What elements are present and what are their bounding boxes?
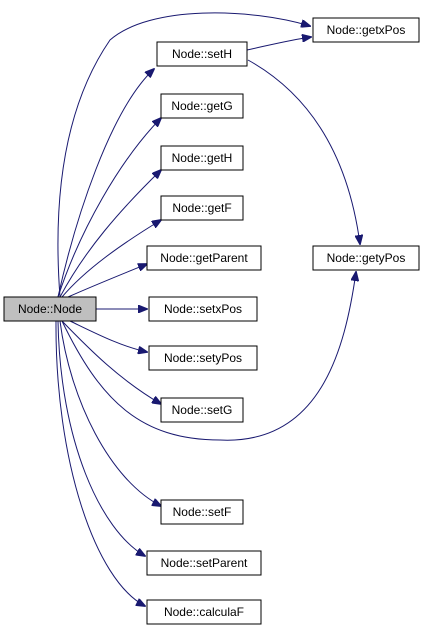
node-setf[interactable]: Node::setF <box>160 499 244 525</box>
node-node-label: Node::Node <box>18 302 82 316</box>
edge-node-to-seth <box>57 69 154 298</box>
edge-node-to-setf <box>59 320 161 506</box>
node-seth-box <box>156 41 248 67</box>
node-calculaf-label: Node::calculaF <box>164 605 244 619</box>
node-getparent[interactable]: Node::getParent <box>146 245 262 271</box>
node-geth[interactable]: Node::getH <box>160 145 244 171</box>
node-setparent-box <box>146 550 262 576</box>
node-setxpos[interactable]: Node::setxPos <box>148 296 258 322</box>
node-getxpos-label: Node::getxPos <box>327 23 406 37</box>
node-getypos[interactable]: Node::getyPos <box>312 245 420 271</box>
edge-node-to-calculaf <box>55 320 145 606</box>
node-getxpos-box <box>312 17 420 43</box>
node-setxpos-label: Node::setxPos <box>164 302 242 316</box>
edge-node-to-getf <box>61 220 161 298</box>
node-setparent[interactable]: Node::setParent <box>146 550 262 576</box>
node-seth-label: Node::setH <box>172 47 232 61</box>
node-setf-box <box>160 499 244 525</box>
node-setxpos-box <box>148 296 258 322</box>
node-setg[interactable]: Node::setG <box>160 397 244 423</box>
node-getf-label: Node::getF <box>172 201 231 215</box>
node-getf-box <box>160 195 244 221</box>
node-geth-label: Node::getH <box>172 151 233 165</box>
edge-node-to-setparent <box>57 320 145 556</box>
node-getf[interactable]: Node::getF <box>160 195 244 221</box>
node-getg-label: Node::getG <box>171 99 232 113</box>
node-getparent-box <box>146 245 262 271</box>
nodes-layer: Node::Node Node::setHNode::getGNode::getH… <box>3 17 420 625</box>
node-setg-label: Node::setG <box>172 403 233 417</box>
edge-node-to-getypos <box>61 272 356 441</box>
node-setg-box <box>160 397 244 423</box>
node-node-box <box>3 296 97 322</box>
node-setf-label: Node::setF <box>173 505 232 519</box>
node-getxpos[interactable]: Node::getxPos <box>312 17 420 43</box>
node-calculaf-box <box>146 599 262 625</box>
edge-node-to-setg <box>61 320 161 404</box>
node-getparent-label: Node::getParent <box>160 251 248 265</box>
node-setypos[interactable]: Node::setyPos <box>148 345 258 371</box>
edge-seth-to-getypos <box>247 59 360 244</box>
node-calculaf[interactable]: Node::calculaF <box>146 599 262 625</box>
node-node[interactable]: Node::Node <box>3 296 97 322</box>
edge-node-to-getxpos <box>57 12 310 298</box>
node-setparent-label: Node::setParent <box>161 556 248 570</box>
node-seth[interactable]: Node::setH <box>156 41 248 67</box>
node-setypos-box <box>148 345 258 371</box>
node-getypos-label: Node::getyPos <box>327 251 406 265</box>
edge-seth-to-getxpos <box>246 37 311 51</box>
edge-node-to-geth <box>59 170 161 298</box>
edge-node-to-setypos <box>69 320 147 352</box>
edge-node-to-getg <box>57 118 161 298</box>
node-getg-box <box>160 93 244 119</box>
node-setypos-label: Node::setyPos <box>164 351 242 365</box>
node-geth-box <box>160 145 244 171</box>
edges-layer <box>55 12 360 606</box>
node-getg[interactable]: Node::getG <box>160 93 244 119</box>
edge-node-to-getparent <box>67 264 147 298</box>
node-getypos-box <box>312 245 420 271</box>
